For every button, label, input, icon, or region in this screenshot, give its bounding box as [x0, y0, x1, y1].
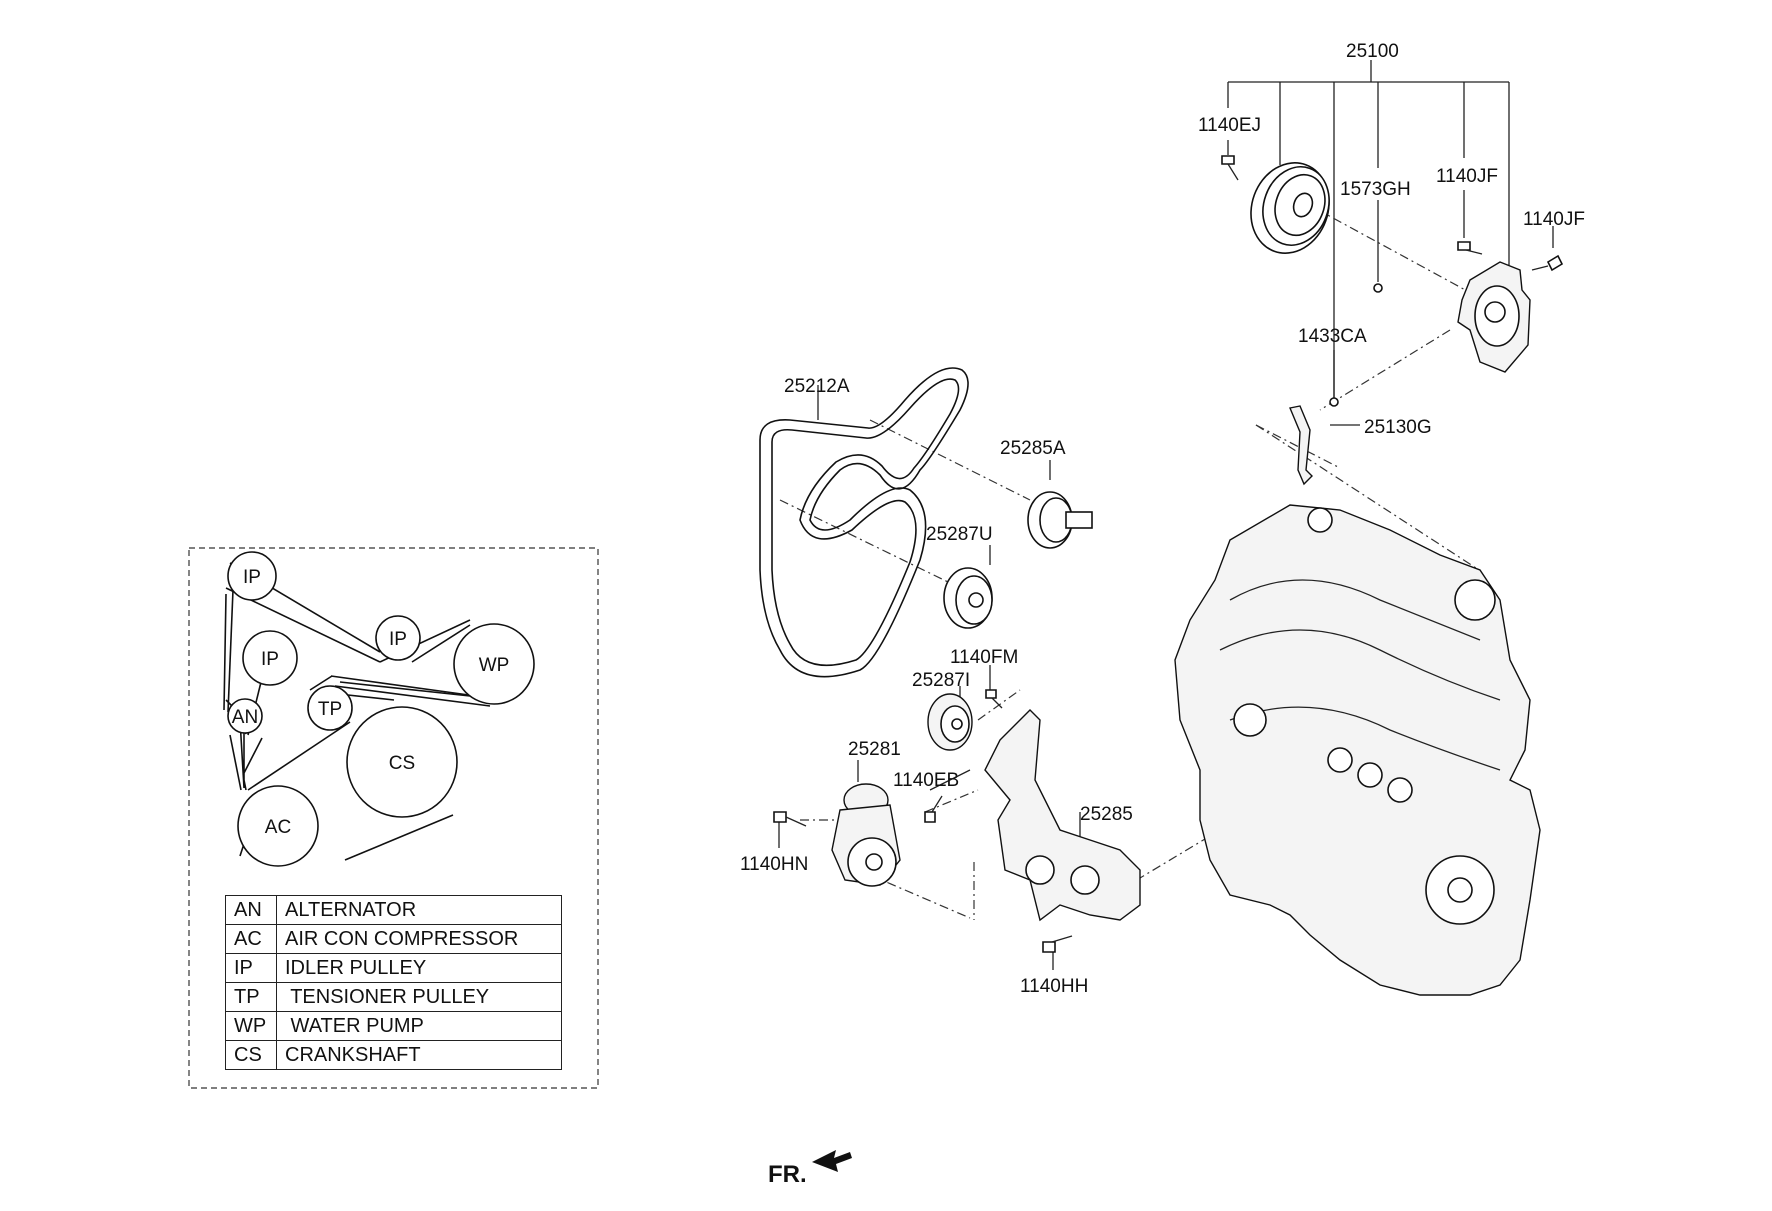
pulley-ac-label: AC [265, 817, 291, 838]
front-direction-arrow: FR. [768, 1150, 852, 1188]
pin-1433CA [1329, 397, 1339, 407]
pulley-ip-left: IP [242, 630, 298, 686]
pulley-tp-label: TP [318, 699, 342, 720]
tensioner-25281 [831, 783, 901, 887]
water-pump-body [1457, 261, 1531, 373]
label-1140JF-b: 1140JF [1523, 209, 1585, 230]
label-25212A: 25212A [784, 376, 850, 397]
pulley-an: AN [227, 698, 263, 734]
pulley-ip-mid-label: IP [389, 629, 407, 650]
engine-block [1174, 504, 1541, 996]
legend-name: AIR CON COMPRESSOR [276, 924, 562, 954]
label-25285A: 25285A [1000, 438, 1066, 459]
label-1140HH: 1140HH [1020, 976, 1088, 997]
label-1140EJ: 1140EJ [1198, 115, 1261, 136]
legend-abbr: IP [225, 953, 277, 983]
part-labels: 25100 1140EJ 1573GH 1140JF 1140JF 1433CA… [740, 41, 1585, 997]
pulley-legend-table: AN ALTERNATOR AC AIR CON COMPRESSOR IP I… [225, 895, 562, 1070]
label-1140FM: 1140FM [950, 647, 1018, 668]
label-25287I: 25287I [912, 670, 970, 691]
belt-routing-frame [188, 547, 599, 1089]
pulley-cs-label: CS [389, 753, 415, 774]
pin-1573GH [1373, 283, 1383, 293]
bolt-1140HN [773, 811, 807, 827]
legend-name: IDLER PULLEY [276, 953, 562, 983]
label-1140HN: 1140HN [740, 854, 808, 875]
label-1573GH: 1573GH [1340, 179, 1411, 200]
label-25100: 25100 [1346, 41, 1399, 62]
pulley-cs: CS [346, 706, 458, 818]
bolt-1140JF-a [1457, 241, 1483, 255]
legend-name: ALTERNATOR [276, 895, 562, 925]
idler-pulley-25287U [943, 567, 993, 629]
legend-name: CRANKSHAFT [276, 1040, 562, 1070]
legend-name: TENSIONER PULLEY [276, 982, 562, 1012]
pulley-ip-mid: IP [375, 615, 421, 661]
pulley-an-label: AN [232, 707, 258, 728]
label-1140JF-a: 1140JF [1436, 166, 1498, 187]
leader-lines [778, 60, 1554, 970]
drive-belt-25212A [759, 367, 969, 678]
front-direction-label: FR. [768, 1161, 807, 1188]
legend-row: WP WATER PUMP [225, 1011, 562, 1041]
label-25287U: 25287U [926, 524, 993, 545]
pulley-legend-body: AN ALTERNATOR AC AIR CON COMPRESSOR IP I… [225, 895, 562, 1070]
bolt-1140HH [1042, 935, 1073, 953]
label-25285: 25285 [1080, 804, 1133, 825]
bracket-25285 [984, 709, 1141, 922]
legend-row: CS CRANKSHAFT [225, 1040, 562, 1070]
idler-pulley-25285A [1027, 491, 1093, 549]
bolt-1140EJ [1221, 155, 1239, 181]
legend-row: AN ALTERNATOR [225, 895, 562, 925]
gasket-25130G [1289, 405, 1313, 486]
label-1433CA: 1433CA [1298, 326, 1367, 347]
pulley-ac: AC [237, 785, 319, 867]
pulley-ip-top-label: IP [243, 567, 261, 588]
idler-pulley-25287I [927, 693, 973, 751]
label-25130G: 25130G [1364, 417, 1432, 438]
label-1140EB: 1140EB [893, 770, 959, 791]
legend-name: WATER PUMP [276, 1011, 562, 1041]
legend-row: IP IDLER PULLEY [225, 953, 562, 983]
legend-row: AC AIR CON COMPRESSOR [225, 924, 562, 954]
legend-row: TP TENSIONER PULLEY [225, 982, 562, 1012]
legend-abbr: WP [225, 1011, 277, 1041]
bolt-1140JF-b [1531, 254, 1564, 272]
pulley-ip-left-label: IP [261, 649, 279, 670]
pulley-wp: WP [453, 623, 535, 705]
bolt-1140EB [924, 795, 943, 823]
bolt-1140FM [985, 689, 1003, 709]
pulley-ip-top: IP [227, 551, 277, 601]
legend-abbr: TP [225, 982, 277, 1012]
legend-abbr: CS [225, 1040, 277, 1070]
legend-abbr: AC [225, 924, 277, 954]
label-25281: 25281 [848, 739, 901, 760]
pulley-tp: TP [307, 685, 353, 731]
pulley-wp-label: WP [479, 655, 510, 676]
legend-abbr: AN [225, 895, 277, 925]
water-pump-pulley [1250, 162, 1330, 254]
